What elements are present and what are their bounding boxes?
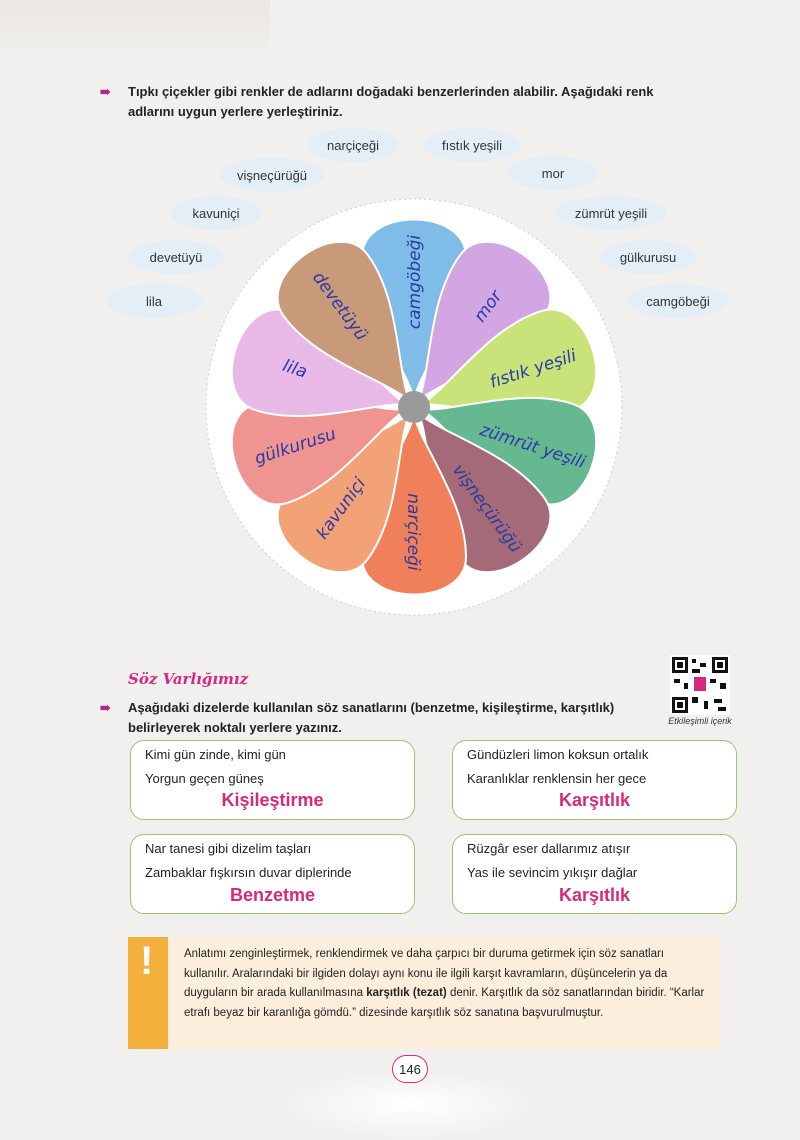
color-name-cloud: vişneçürüğü	[220, 158, 324, 192]
instruction-line-1: Aşağıdaki dizelerde kullanılan söz sanat…	[128, 700, 615, 715]
verse-box: Rüzgâr eser dallarımız atışır Yas ile se…	[452, 834, 737, 914]
verse-line: Karanlıklar renklensin her gece	[467, 771, 647, 786]
color-name-cloud: lila	[106, 284, 202, 318]
qr-label: Etkileşimli içerik	[668, 716, 732, 726]
page-number: 146	[392, 1055, 428, 1083]
color-name-cloud: devetüyü	[128, 240, 224, 274]
verse-line: Gündüzleri limon koksun ortalık	[467, 747, 649, 762]
verse-line: Rüzgâr eser dallarımız atışır	[467, 841, 631, 856]
color-name-cloud: mor	[508, 156, 598, 190]
petal-label: narçiçeği	[403, 493, 423, 571]
verse-box: Gündüzleri limon koksun ortalık Karanlık…	[452, 740, 737, 820]
intro-line-2: adlarını uygun yerlere yerleştiriniz.	[128, 104, 343, 119]
intro-line-1: Tıpkı çiçekler gibi renkler de adlarını …	[128, 84, 654, 99]
qr-code[interactable]	[670, 655, 730, 715]
color-name-cloud: zümrüt yeşili	[556, 196, 666, 230]
verse-box: Kimi gün zinde, kimi gün Yorgun geçen gü…	[130, 740, 415, 820]
flower-petal: lila	[230, 308, 407, 418]
verse-line: Nar tanesi gibi dizelim taşları	[145, 841, 312, 856]
verse-line: Yas ile sevincim yıkışır dağlar	[467, 865, 638, 880]
corner-decoration	[0, 0, 270, 60]
flower-petal: mor	[417, 241, 552, 402]
note-bar	[128, 937, 168, 1049]
verse-line: Zambaklar fışkırsın duvar diplerinde	[145, 865, 352, 880]
bullet-arrow-icon: ➠	[100, 84, 111, 99]
flower-petal: devetüyü	[276, 241, 411, 402]
verse-line: Yorgun geçen güneş	[145, 771, 264, 786]
flower-petal: fıstık yeşili	[421, 308, 598, 418]
verse-answer: Karşıtlık	[558, 885, 631, 905]
petal-label: camgöbeği	[405, 235, 425, 330]
verse-answer: Karşıtlık	[558, 790, 631, 810]
flower-petal: narçiçeği	[360, 414, 468, 596]
instruction-line-2: belirleyerek noktalı yerlere yazınız.	[128, 720, 342, 735]
exclamation-icon: !	[140, 939, 154, 983]
verse-answer: Kişileştirme	[221, 790, 324, 810]
flower-center	[398, 391, 430, 423]
note-part-2: denir. Karşıtlık da söz sanatlarından bi…	[184, 987, 705, 1019]
color-name-cloud: kavuniçi	[170, 196, 262, 230]
note-term: karşıtlık (tezat)	[366, 987, 447, 999]
info-note: ! Anlatımı zenginleştirmek, renklendirme…	[128, 937, 720, 1049]
verse-answer: Benzetme	[229, 885, 316, 905]
color-name-cloud: camgöbeği	[628, 284, 728, 318]
verse-line: Kimi gün zinde, kimi gün	[145, 747, 286, 762]
verse-box: Nar tanesi gibi dizelim taşları Zambakla…	[130, 834, 415, 914]
color-name-cloud: gülkurusu	[600, 240, 696, 274]
note-text: Anlatımı zenginleştirmek, renklendirmek …	[184, 945, 712, 1023]
color-name-cloud: fıstık yeşili	[424, 128, 520, 162]
bullet-arrow-icon: ➠	[100, 700, 111, 715]
section-title: Söz Varlığımız	[128, 670, 249, 688]
note-part-1: Anlatımı zenginleştirmek, renklendirmek …	[184, 948, 668, 999]
color-name-cloud: narçiçeği	[308, 128, 398, 162]
